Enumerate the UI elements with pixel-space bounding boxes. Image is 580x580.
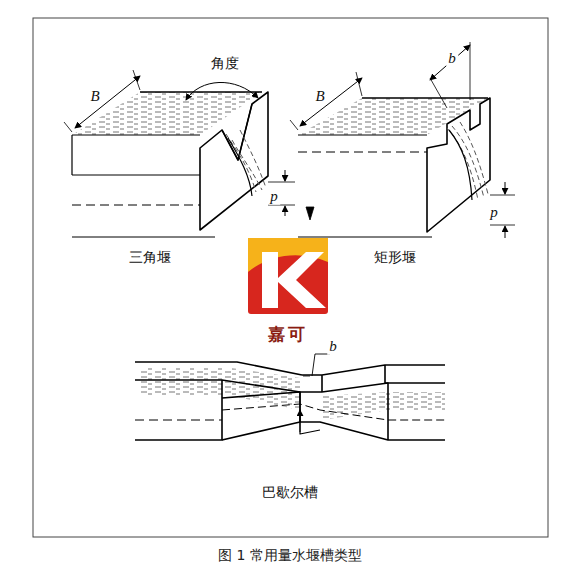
weir-name: 矩形堰 [372, 250, 418, 265]
flume-name: 巴歇尔槽 [260, 485, 320, 500]
logo-text: 嘉可 [266, 325, 310, 344]
dimension-label: p [268, 188, 280, 205]
weir-name: 三角堰 [127, 250, 173, 265]
dimension-label: B [88, 88, 101, 105]
dimension-label: B [313, 88, 326, 105]
dimension-label: b [446, 50, 458, 67]
dimension-label: b [327, 338, 339, 355]
dimension-label: p [488, 204, 500, 221]
figure-caption: 图 1 常用量水堰槽类型 [216, 548, 364, 563]
angle-label: 角度 [209, 56, 241, 71]
